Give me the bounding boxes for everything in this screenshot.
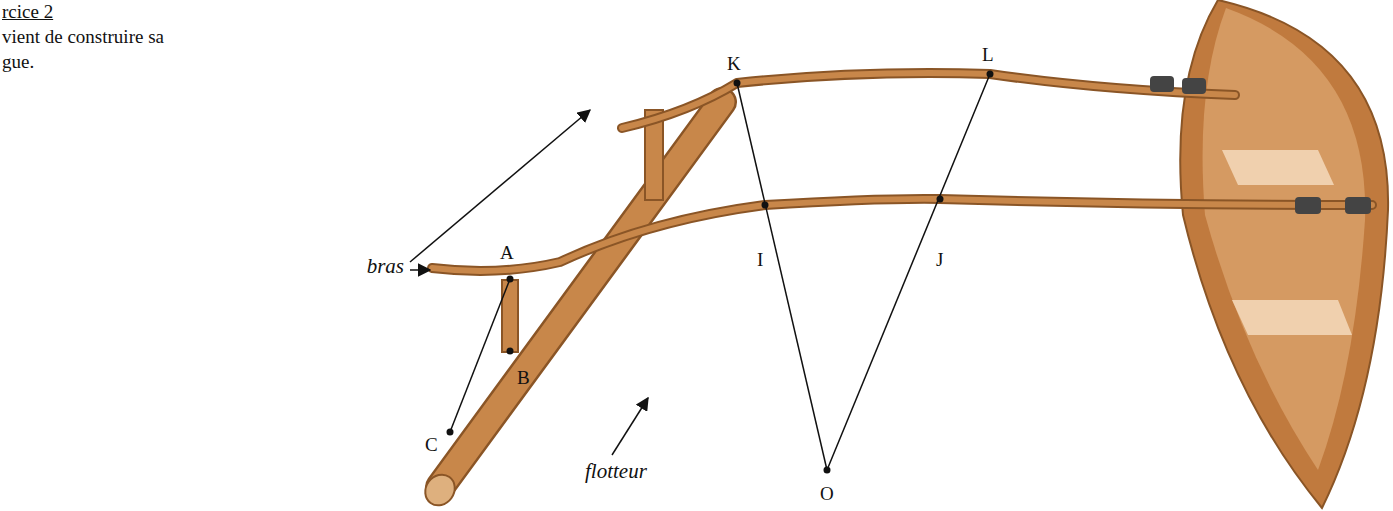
point-label: K bbox=[727, 54, 741, 75]
leader-arrows bbox=[410, 110, 648, 455]
point-label: O bbox=[820, 484, 834, 505]
arm-post bbox=[502, 280, 518, 352]
part-name: bras bbox=[367, 255, 404, 278]
canoe-hull bbox=[1180, 0, 1388, 508]
point-label: J bbox=[936, 250, 943, 271]
points bbox=[447, 71, 994, 474]
arms bbox=[432, 73, 1372, 271]
float-log bbox=[419, 102, 722, 511]
point-label: L bbox=[982, 45, 994, 66]
intro-text: gue. bbox=[2, 52, 34, 73]
point-label: A bbox=[500, 243, 514, 264]
intro-text: vient de construire sa bbox=[2, 27, 164, 48]
geometry-lines bbox=[450, 74, 990, 470]
part-name: flotteur bbox=[585, 460, 647, 483]
point-label: B bbox=[517, 368, 530, 389]
point-label: I bbox=[757, 250, 763, 271]
clamps bbox=[1150, 76, 1371, 214]
point-label: C bbox=[425, 435, 438, 456]
exercise-heading: rcice 2 bbox=[2, 2, 53, 23]
